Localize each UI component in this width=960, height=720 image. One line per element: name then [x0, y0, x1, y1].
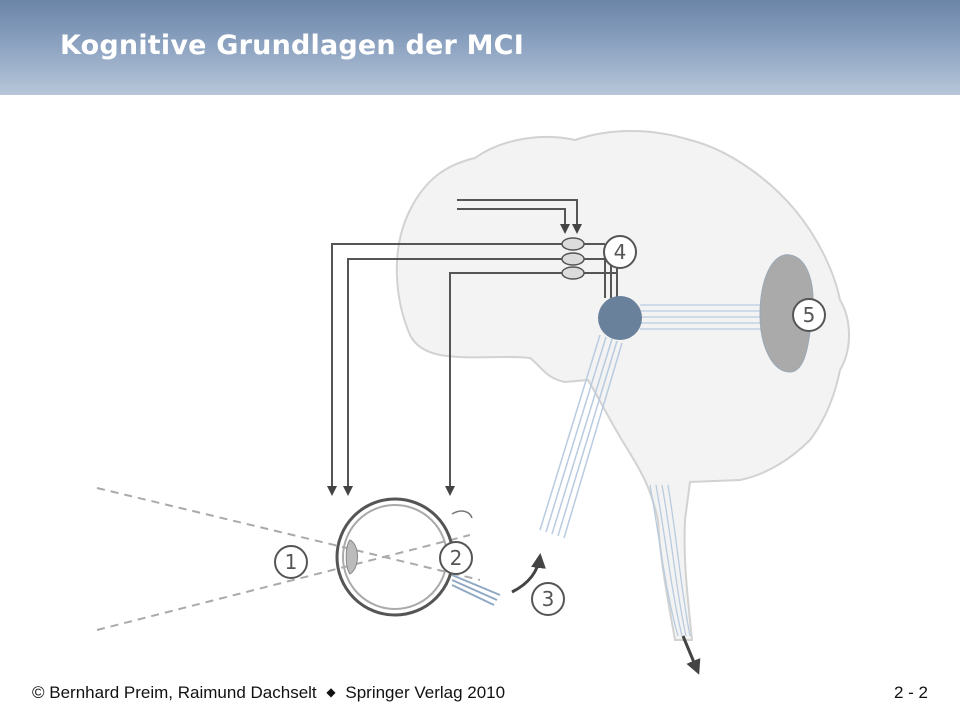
- perception-diagram: 1 2 3 4 5: [96, 130, 850, 675]
- label-5: 5: [792, 298, 826, 332]
- title-bar: Kognitive Grundlagen der MCI: [0, 0, 960, 95]
- label-1: 1: [274, 545, 308, 579]
- page-number: 2 - 2: [893, 683, 928, 702]
- slide-title: Kognitive Grundlagen der MCI: [60, 30, 524, 61]
- label-4: 4: [603, 235, 637, 269]
- footer-authors: © Bernhard Preim, Raimund Dachselt: [32, 683, 317, 702]
- footer-separator-icon: ◆: [326, 685, 336, 699]
- output-arrow: [681, 635, 701, 675]
- eye: [335, 497, 501, 617]
- region-5: [759, 254, 814, 373]
- optic-fibers: [539, 334, 623, 539]
- label-2: 2: [439, 541, 473, 575]
- label-3: 3: [531, 582, 565, 616]
- input-arrows: [457, 199, 582, 234]
- svg-text:5: 5: [803, 303, 816, 327]
- feedback-lines: [327, 243, 617, 496]
- spinal-fibers: [649, 484, 691, 637]
- svg-text:4: 4: [614, 240, 627, 264]
- svg-text:1: 1: [285, 550, 298, 574]
- signal-arrow: [511, 553, 546, 594]
- footer-publisher: Springer Verlag 2010: [345, 683, 506, 702]
- sight-lines: [96, 487, 481, 631]
- svg-text:3: 3: [542, 587, 555, 611]
- central-node: [598, 296, 642, 340]
- svg-text:2: 2: [450, 546, 463, 570]
- footer-credits: © Bernhard Preim, Raimund Dachselt ◆ Spr…: [32, 683, 505, 703]
- cortex-fibers: [640, 304, 768, 330]
- receptor-group: [561, 237, 585, 280]
